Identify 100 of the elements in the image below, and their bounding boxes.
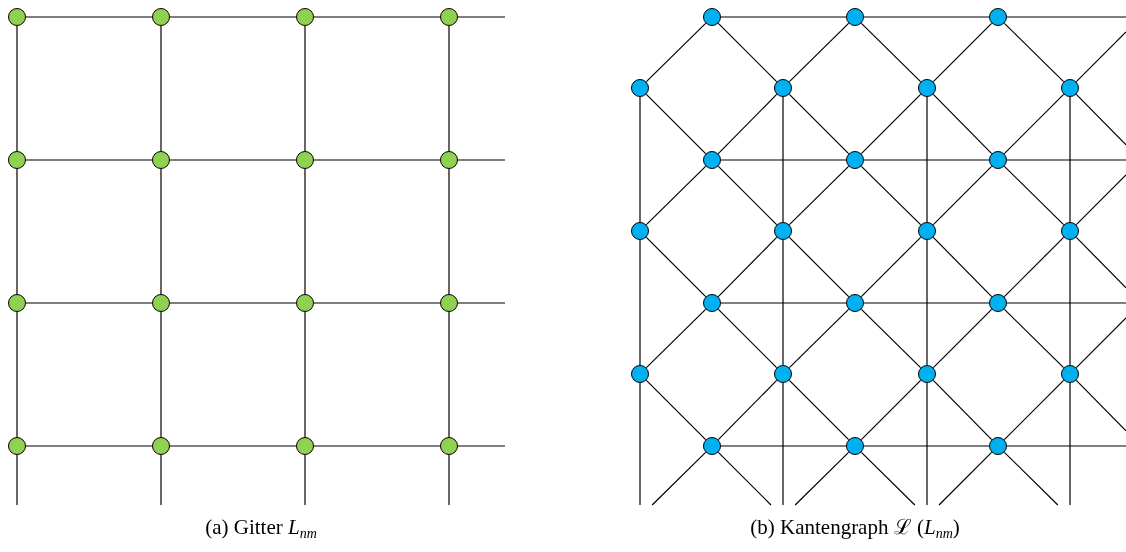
graph-edge bbox=[1075, 31, 1126, 83]
graph-edge bbox=[1075, 317, 1126, 369]
graph-edge bbox=[645, 93, 707, 155]
graph-edge bbox=[457, 159, 506, 161]
graph-edge bbox=[639, 382, 641, 506]
graph-edge bbox=[1003, 308, 1065, 369]
graph-edge bbox=[1006, 445, 1126, 447]
graph-edge bbox=[794, 451, 850, 506]
graph-edge bbox=[788, 22, 850, 83]
graph-edge bbox=[860, 308, 922, 369]
graph-edge bbox=[457, 16, 506, 18]
graph-edge bbox=[932, 236, 993, 298]
graph-edge bbox=[313, 445, 441, 447]
graph-edge bbox=[788, 165, 850, 226]
graph-edge bbox=[720, 302, 847, 304]
graph-edge bbox=[1006, 16, 1126, 18]
graph-edge bbox=[1075, 93, 1126, 146]
graph-edge bbox=[860, 93, 922, 155]
graph-edge bbox=[160, 25, 162, 152]
graph-edge bbox=[169, 445, 297, 447]
graph-edge bbox=[782, 382, 784, 506]
graph-edge bbox=[717, 165, 778, 226]
graph-edge bbox=[160, 168, 162, 295]
graph-edge bbox=[645, 22, 707, 83]
graph-edge bbox=[16, 25, 18, 152]
graph-edge bbox=[448, 311, 450, 438]
graph-edge bbox=[720, 16, 847, 18]
graph-edge bbox=[1006, 159, 1126, 161]
graph-edge bbox=[1069, 239, 1071, 366]
graph-edge bbox=[717, 379, 778, 441]
graph-edge bbox=[160, 454, 162, 506]
graph-edge bbox=[25, 16, 153, 18]
graph-edge bbox=[448, 168, 450, 295]
graph-edge bbox=[863, 16, 990, 18]
graph-edge bbox=[1003, 379, 1065, 441]
graph-edge bbox=[860, 236, 922, 298]
graph-edge bbox=[926, 96, 928, 223]
graph-edge bbox=[863, 159, 990, 161]
graph-edge bbox=[860, 379, 922, 441]
graph-edge bbox=[645, 308, 707, 369]
graph-edge bbox=[448, 454, 450, 506]
graph-edge bbox=[860, 451, 916, 506]
graph-edge bbox=[16, 454, 18, 506]
graph-edge bbox=[16, 311, 18, 438]
graph-edge bbox=[1069, 382, 1071, 506]
graph-edge bbox=[932, 165, 993, 226]
graph-edge bbox=[717, 308, 778, 369]
graph-edge bbox=[926, 382, 928, 506]
graph-edge bbox=[25, 302, 153, 304]
graph-edge bbox=[717, 451, 772, 506]
graph-edge bbox=[457, 302, 506, 304]
graph-edge bbox=[938, 451, 993, 506]
graph-edge bbox=[717, 236, 778, 298]
graph-edge bbox=[1003, 22, 1065, 83]
graph-edge bbox=[788, 93, 850, 155]
graph-edge bbox=[304, 311, 306, 438]
graph-edge bbox=[639, 239, 641, 366]
graph-edge bbox=[1075, 236, 1126, 289]
graph-edge bbox=[169, 16, 297, 18]
graph-edge bbox=[304, 25, 306, 152]
graph-edge bbox=[863, 302, 990, 304]
graph-edge bbox=[788, 236, 850, 298]
graph-edge bbox=[25, 445, 153, 447]
graph-edge bbox=[932, 308, 993, 369]
graph-edge bbox=[1003, 93, 1065, 155]
graph-edge bbox=[457, 445, 506, 447]
graph-edge bbox=[448, 25, 450, 152]
graph-edge bbox=[645, 379, 707, 441]
graph-edge bbox=[932, 379, 993, 441]
graph-edge bbox=[304, 454, 306, 506]
graph-edge bbox=[1069, 96, 1071, 223]
graph-edge bbox=[1075, 174, 1126, 226]
graph-edge bbox=[782, 239, 784, 366]
graph-edge bbox=[169, 159, 297, 161]
graph-edge bbox=[651, 451, 707, 506]
graph-edge bbox=[788, 379, 850, 441]
graph-edge bbox=[717, 93, 778, 155]
graph-edge bbox=[788, 308, 850, 369]
graph-edge bbox=[1003, 451, 1059, 506]
graph-edge bbox=[932, 22, 993, 83]
graph-edge bbox=[863, 445, 990, 447]
graph-edge bbox=[717, 22, 778, 83]
figure-caption: (b) Kantengraph ℒ (L$_{nm}$) bbox=[750, 517, 960, 538]
graph-edge bbox=[860, 22, 922, 83]
graph-edge bbox=[932, 93, 993, 155]
graph-edge bbox=[160, 311, 162, 438]
graph-edge bbox=[926, 239, 928, 366]
graph-edge bbox=[782, 96, 784, 223]
graph-edge bbox=[25, 159, 153, 161]
graph-edge bbox=[304, 168, 306, 295]
graph-edge bbox=[1006, 302, 1126, 304]
graph-edge bbox=[645, 165, 707, 226]
figure-caption: (a) Gitter L$_{nm}$ bbox=[205, 517, 317, 538]
graph-edge bbox=[313, 16, 441, 18]
graph-edge bbox=[1003, 236, 1065, 298]
graph-edge bbox=[169, 302, 297, 304]
graph-edge bbox=[860, 165, 922, 226]
graph-edge bbox=[313, 159, 441, 161]
graph-edge bbox=[313, 302, 441, 304]
graph-edge bbox=[1075, 379, 1126, 432]
